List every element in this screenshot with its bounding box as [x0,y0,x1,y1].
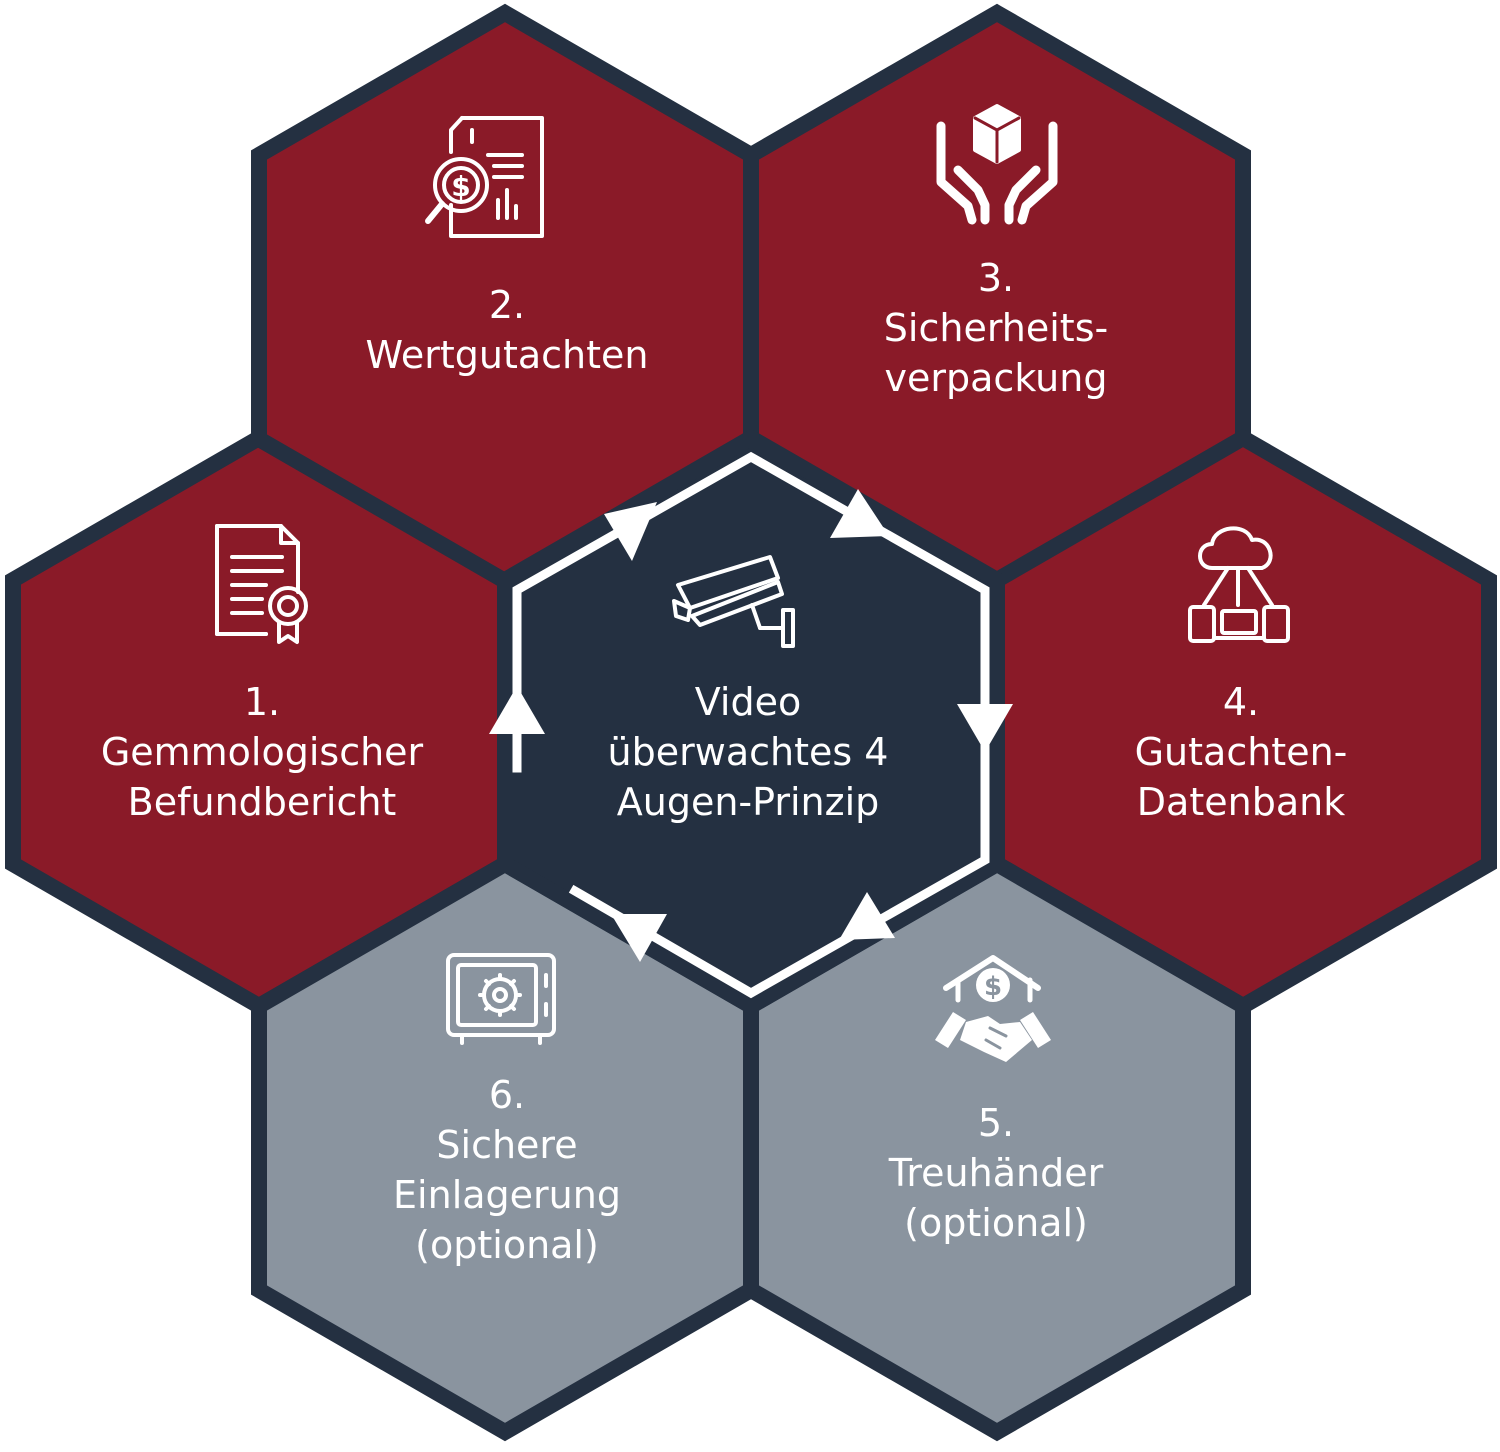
step-4-label: 4. Gutachten- Datenbank [1135,677,1348,827]
step-2-label: 2. Wertgutachten [366,280,649,380]
step-6-line-2: Einlagerung [393,1173,621,1217]
step-2-line-1: Wertgutachten [365,333,649,377]
step-3-label: 3. Sicherheits- verpackung [884,253,1108,403]
step-5-line-2: (optional) [904,1201,1088,1245]
step-6-number: 6. [488,1073,526,1117]
step-4-number: 4. [1222,680,1260,724]
step-5-line-1: Treuhänder [888,1151,1104,1195]
step-1-number: 1. [243,680,281,724]
center-line-2: überwachtes 4 [607,730,889,774]
step-6-line-3: (optional) [415,1223,599,1267]
center-line-3: Augen-Prinzip [616,780,880,824]
step-1-line-2: Befundbericht [127,780,397,824]
hands-holding-box-icon [936,104,1058,225]
step-5-label: 5. Treuhänder (optional) [889,1098,1103,1248]
arrowhead-upper-right [830,489,889,538]
svg-text:$: $ [984,972,1002,1002]
step-3-line-1: Sicherheits- [883,306,1109,350]
safe-icon [446,953,556,1045]
appraisal-report-icon: $ [425,116,544,238]
step-4-line-1: Gutachten- [1134,730,1348,774]
step-6-label: 6. Sichere Einlagerung (optional) [393,1070,621,1270]
step-3-line-2: verpackung [884,356,1108,400]
center-label: Video überwachtes 4 Augen-Prinzip [608,677,889,827]
arrowhead-lower-left [611,914,667,962]
step-2-number: 2. [488,283,526,327]
arrowhead-upper-left [604,502,657,561]
hex-center [497,428,1005,1016]
step-1-line-1: Gemmologischer [100,730,424,774]
step-5-number: 5. [977,1101,1015,1145]
step-1-label: 1. Gemmologischer Befundbericht [101,677,423,827]
step-6-line-1: Sichere [436,1123,578,1167]
cycle-arrowheads [489,489,1013,962]
arrowhead-lower-right [839,892,895,940]
cycle-line-top [512,451,990,773]
arrowhead-up-left [489,686,545,734]
arrowhead-down-right [957,704,1013,752]
cloud-network-icon [1188,526,1290,643]
security-camera-icon [672,555,795,648]
step-4-line-2: Datenbank [1136,780,1346,824]
svg-text:$: $ [451,170,470,203]
certificate-document-icon [215,524,308,644]
handshake-house-icon: $ [935,955,1051,1062]
center-line-1: Video [694,680,802,724]
step-3-number: 3. [977,256,1015,300]
